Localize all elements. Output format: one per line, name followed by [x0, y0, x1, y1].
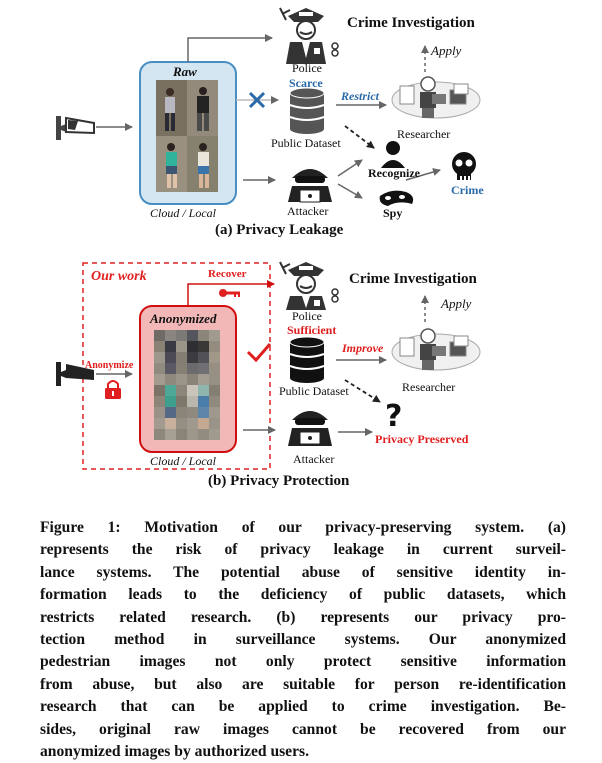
arrow-recognize-to-crime — [405, 168, 441, 181]
arrow-anonymized-to-police-recover — [187, 280, 275, 306]
caption-line: Figure 1: Motivation of our privacy-pres… — [40, 519, 566, 536]
database-icon-a — [289, 87, 325, 134]
arrow-dataset-to-recognize — [344, 125, 375, 149]
our-work-label: Our work — [91, 269, 147, 284]
blocked-x-icon — [248, 91, 266, 109]
caption-line: pedestrian images not only protect sensi… — [40, 653, 566, 671]
police-icon-b — [279, 261, 339, 310]
caption-line: formation leads to the deficiency of pub… — [40, 586, 566, 604]
researcher-label-b: Researcher — [402, 380, 456, 394]
improve-label: Improve — [342, 341, 384, 355]
sufficient-label: Sufficient — [287, 323, 337, 337]
caption-line: from abuse, but also are suitable for pe… — [40, 675, 566, 693]
police-label-a: Police — [292, 61, 322, 75]
public-dataset-label-a: Public Dataset — [271, 136, 341, 150]
raw-pedestrian-images — [156, 80, 218, 192]
apply-label-a: Apply — [431, 43, 462, 58]
figure-drawing: ? — [56, 7, 481, 470]
restrict-label: Restrict — [341, 89, 379, 103]
check-icon — [246, 343, 272, 363]
researcher-icon-a — [391, 76, 481, 119]
arrow-dataset-to-question — [344, 379, 381, 403]
lock-icon — [105, 380, 121, 399]
our-work-dashed-frame — [82, 262, 271, 470]
police-label-b: Police — [292, 309, 322, 323]
attacker-label-a: Attacker — [287, 204, 329, 218]
recognize-person-icon — [381, 141, 405, 168]
privacy-preserved-label: Privacy Preserved — [375, 432, 469, 446]
caption-line: lance systems. The potential abuse of se… — [40, 563, 566, 581]
panel-b-title: (b) Privacy Protection — [208, 473, 350, 489]
researcher-icon-b — [391, 328, 481, 371]
raw-label: Raw — [173, 64, 197, 79]
database-icon-b — [289, 336, 325, 383]
skull-icon — [452, 152, 476, 180]
attacker-icon-a — [288, 169, 332, 203]
caption-line: restricts related research. (b) represen… — [40, 608, 566, 626]
attacker-label-b: Attacker — [293, 452, 335, 466]
arrow-attacker-to-recognize — [337, 159, 363, 177]
figure-1: ? Crime Investigation Apply Police Raw S… — [56, 7, 484, 489]
key-icon — [219, 289, 240, 297]
recognize-label: Recognize — [368, 166, 420, 180]
surveillance-camera-icon-b — [56, 362, 94, 386]
caption-line: research that can be applied to crime in… — [40, 698, 566, 716]
crime-investigation-label-a: Crime Investigation — [347, 15, 475, 31]
anonymized-label: Anonymized — [150, 311, 217, 326]
anonymized-pedestrian-images — [154, 330, 220, 440]
researcher-label-a: Researcher — [397, 127, 451, 141]
arrow-raw-to-police — [187, 34, 273, 62]
cloud-local-label-b: Cloud / Local — [150, 454, 217, 468]
panel-a-title: (a) Privacy Leakage — [215, 222, 344, 238]
crime-investigation-label-b: Crime Investigation — [349, 271, 477, 287]
caption-line: represents the risk of privacy leakage i… — [40, 541, 566, 559]
arrow-attacker-to-spy — [337, 183, 363, 199]
crime-label: Crime — [451, 183, 484, 197]
apply-label-b: Apply — [441, 296, 472, 311]
police-icon-a — [279, 7, 339, 64]
caption-line: anonymized images by authorized users. — [40, 743, 309, 761]
recover-label: Recover — [208, 268, 247, 280]
caption-line: sides, original raw images cannot be rec… — [40, 720, 566, 738]
surveillance-camera-icon — [56, 116, 95, 140]
spy-label: Spy — [383, 206, 403, 220]
spy-mask-icon — [379, 190, 414, 206]
public-dataset-label-b: Public Dataset — [279, 384, 349, 398]
cloud-local-label-a: Cloud / Local — [150, 206, 217, 220]
anonymize-label: Anonymize — [85, 360, 134, 371]
caption-line: tection method in surveillance systems. … — [40, 631, 566, 649]
scarce-label: Scarce — [289, 76, 323, 90]
attacker-icon-b — [288, 411, 332, 446]
figure-caption: Figure 1: Motivation of our privacy-pres… — [40, 517, 566, 763]
question-mark-icon: ? — [385, 399, 402, 434]
